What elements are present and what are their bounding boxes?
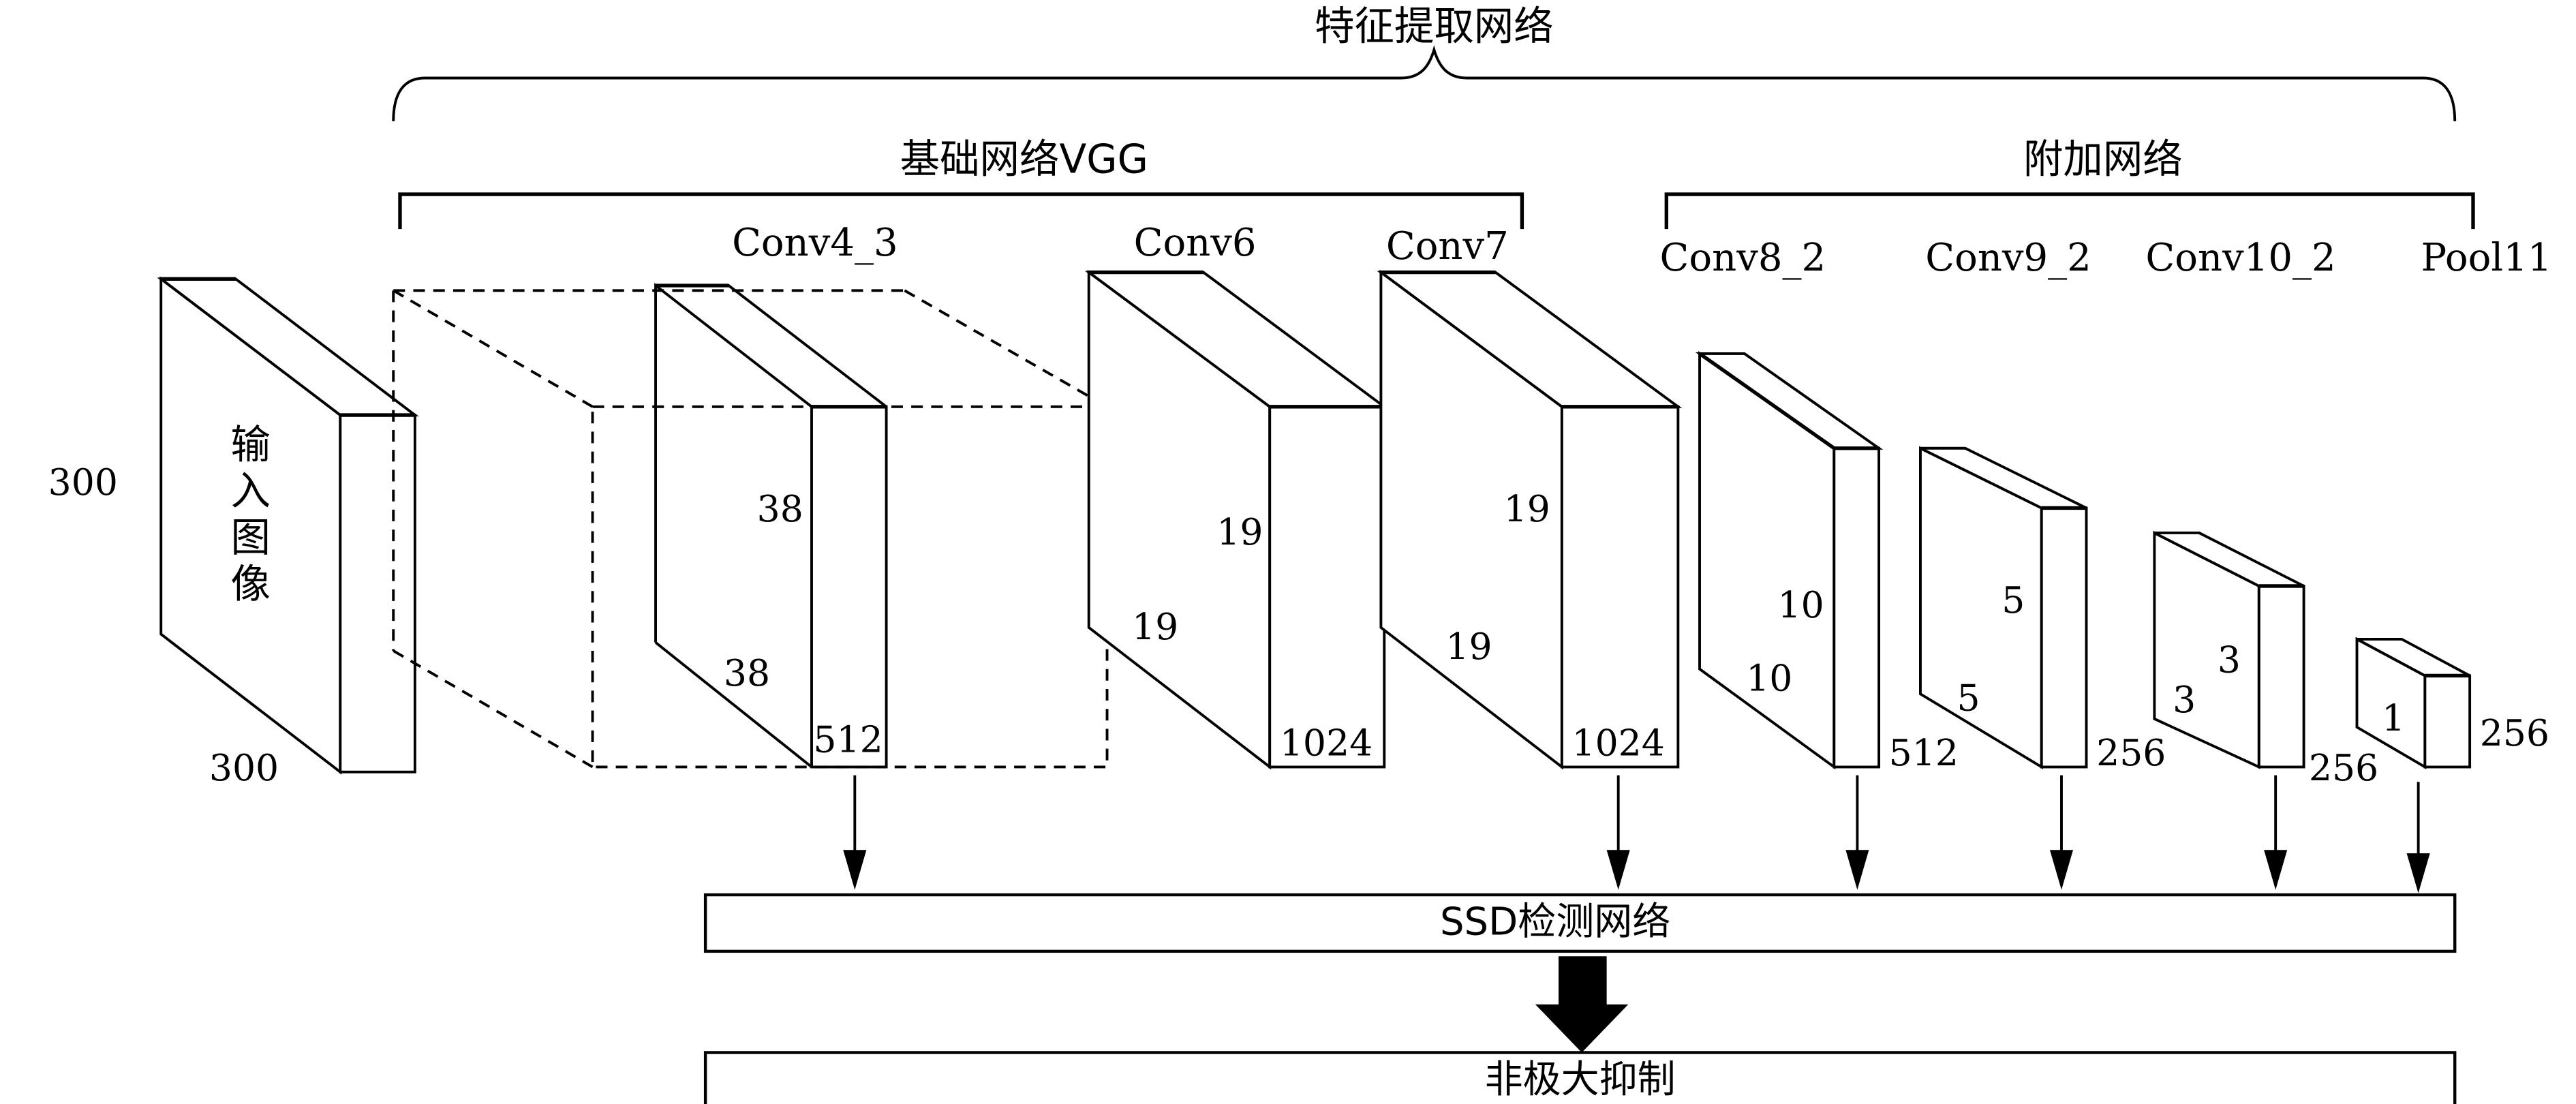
conv7-channels-label: 1024 [1572,721,1665,764]
layer-label-pool11: Pool11 [2421,236,2551,280]
arrow-conv9-2-to-ssd [2049,775,2074,890]
conv10-2-block [2153,530,2305,769]
conv8-2-block [1695,351,1884,770]
conv6-width-label: 19 [1132,605,1178,648]
base-network-bracket [398,192,1524,230]
layer-label-conv4-3: Conv4_3 [732,221,898,265]
arrow-conv7-to-ssd [1606,775,1630,890]
base-network-label: 基础网络VGG [900,136,1148,182]
conv4-3-channels-label: 512 [813,718,883,761]
feature-arrows [843,775,2430,893]
input-height-label: 300 [48,461,118,504]
layer-label-conv6: Conv6 [1134,221,1257,265]
conv6-channels-label: 1024 [1280,721,1373,764]
input-label-char: 像 [231,561,271,607]
pool11-channels-label: 256 [2480,711,2549,754]
layer-label-conv9-2: Conv9_2 [1925,236,2091,280]
input-label-char: 入 [231,468,271,515]
ssd-detection-label: SSD检测网络 [1440,900,1670,945]
feature-extraction-title: 特征提取网络 [1315,3,1554,49]
conv9-2-block [1919,446,2088,769]
conv7-width-label: 19 [1445,625,1492,668]
extra-network-label: 附加网络 [2023,136,2183,182]
conv4-3-block [654,283,888,769]
nms-box [703,1051,2457,1104]
nms-label: 非极大抑制 [1485,1058,1676,1102]
conv4-3-height-label: 38 [757,487,803,530]
conv8-2-height-label: 10 [1778,583,1824,626]
conv10-2-channels-label: 256 [2309,746,2378,789]
layer-label-conv10-2: Conv10_2 [2145,236,2335,280]
pool11-block [2355,637,2472,769]
conv9-2-channels-label: 256 [2096,731,2166,774]
layer-label-conv8-2: Conv8_2 [1660,236,1826,280]
conv6-height-label: 19 [1216,510,1263,553]
pool11-size-label: 1 [2382,696,2405,739]
layer-label-conv7: Conv7 [1386,224,1509,269]
conv9-2-width-label: 5 [1957,677,1980,720]
feature-extraction-brace [392,45,2457,121]
input-label-char: 图 [231,515,271,561]
vgg-dashed-volume [392,289,1109,769]
arrow-pool11-to-ssd [2406,782,2430,893]
input-width-label: 300 [209,746,279,789]
conv10-2-height-label: 3 [2218,639,2241,681]
ssd-detection-box [703,893,2457,953]
conv7-block [1377,269,1683,770]
conv10-2-width-label: 3 [2173,678,2196,721]
input-side-face [339,414,416,773]
arrow-conv10-2-to-ssd [2264,775,2288,890]
conv7-height-label: 19 [1504,487,1550,530]
arrow-conv8-2-to-ssd [1845,775,1869,890]
conv4-3-width-label: 38 [724,651,770,694]
input-image-block [157,276,419,775]
conv8-2-width-label: 10 [1746,656,1792,699]
conv8-2-channels-label: 512 [1889,731,1959,774]
arrow-conv4-3-to-ssd [843,775,867,890]
big-down-arrow-icon [1535,956,1629,1053]
input-label-char: 输 [231,421,271,467]
conv9-2-height-label: 5 [2002,579,2025,622]
extra-network-bracket [1664,192,2475,230]
